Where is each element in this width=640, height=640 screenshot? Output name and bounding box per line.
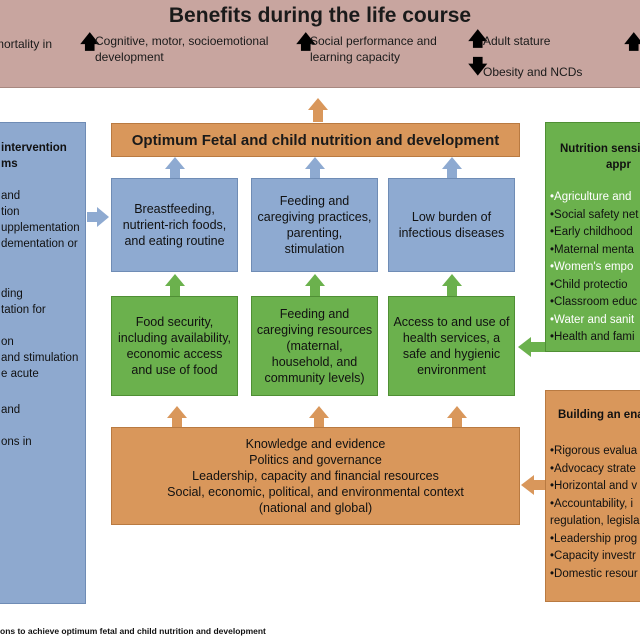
list-item: •Health and fami (550, 331, 635, 343)
enabling-environment-panel: Building an ena •Rigorous evalua •Advoca… (545, 390, 640, 602)
knowledge-line: Politics and governance (249, 453, 382, 467)
right-top-list: •Agriculture and •Social safety net •Ear… (550, 189, 638, 347)
food-security-box: Food security, including availability, e… (111, 296, 238, 396)
list-item: •Maternal menta (550, 243, 634, 256)
left-panel-line: dementation or (1, 238, 78, 250)
benefits-panel: Benefits during the life course mortalit… (0, 0, 640, 88)
left-panel-line: ons in (1, 436, 32, 448)
benefits-title: Benefits during the life course (168, 4, 472, 27)
left-panel-title-2: ms (1, 158, 18, 170)
left-panel-line: and stimulation (1, 352, 79, 364)
arrow-health-to-infectious (442, 274, 462, 296)
right-bottom-title: Building an ena (558, 409, 640, 421)
arrow-knowledge-to-food (167, 406, 187, 427)
nutrition-specific-interventions-panel: intervention ms and tion upplementation … (0, 122, 86, 604)
arrow-resources-to-practices (305, 274, 325, 296)
left-panel-line: and (1, 404, 21, 416)
feeding-caregiving-resources-box: Feeding and caregiving resources (matern… (251, 296, 378, 396)
list-item: •Leadership prog (550, 532, 638, 545)
list-item: •Rigorous evalua (550, 445, 638, 457)
increase-arrow-icon: 🡅 (296, 32, 316, 53)
increase-arrow-icon: 🡅 (468, 29, 488, 50)
list-item: •Agriculture and (550, 191, 632, 203)
list-item: •Early childhood (550, 226, 633, 238)
arrow-infectious-to-optimum (442, 157, 462, 178)
arrow-knowledge-to-resources (309, 406, 329, 427)
arrow-breastfeeding-to-optimum (165, 157, 185, 178)
left-panel-line: tation for (1, 304, 46, 316)
breastfeeding-box: Breastfeeding, nutrient-rich foods, and … (111, 178, 238, 272)
left-panel-line: ding (1, 288, 23, 300)
left-panel-line: and (1, 190, 21, 202)
list-item: •Capacity investr (550, 550, 636, 562)
arrow-enabling-to-knowledge (521, 475, 545, 495)
arrow-knowledge-to-health (447, 406, 467, 427)
left-panel-line: tion (1, 206, 20, 218)
right-top-title-2: appr (606, 159, 631, 171)
list-item: regulation, legisla (550, 515, 640, 527)
feeding-caregiving-practices-box: Feeding and caregiving practices, parent… (251, 178, 378, 272)
right-top-title: Nutrition sensi (560, 143, 640, 155)
arrow-left-panel-to-breastfeeding (87, 207, 109, 227)
left-panel-line: upplementation (1, 222, 80, 234)
optimum-nutrition-box: Optimum Fetal and child nutrition and de… (111, 123, 520, 157)
list-item: •Domestic resour (550, 567, 638, 580)
knowledge-line: (national and global) (258, 501, 373, 515)
figure-caption: ons to achieve optimum fetal and child n… (0, 626, 266, 636)
knowledge-line: Leadership, capacity and financial resou… (192, 469, 439, 483)
arrow-sensitive-to-health (518, 337, 545, 357)
arrow-optimum-to-benefits (308, 98, 328, 122)
decrease-arrow-icon: 🡇 (468, 57, 488, 78)
list-item: •Horizontal and v (550, 480, 638, 492)
low-infectious-disease-box: Low burden of infectious diseases (388, 178, 515, 272)
arrow-food-to-breastfeeding (165, 274, 185, 296)
left-panel-line: on (1, 336, 14, 348)
list-item: •Accountability, i (550, 497, 634, 510)
list-item: •Child protectio (550, 278, 628, 291)
benefit-obesity: Obesity and NCDs (483, 65, 583, 79)
benefit-mortality: mortality in (0, 37, 53, 51)
arrow-practices-to-optimum (305, 157, 325, 178)
benefit-cognitive: Cognitive, motor, socioemotional develop… (95, 34, 269, 64)
list-item: •Classroom educ (550, 296, 638, 308)
knowledge-line: Knowledge and evidence (245, 437, 386, 451)
benefit-stature: Adult stature (483, 34, 551, 48)
left-panel-title: intervention (1, 142, 67, 154)
list-item: •Water and sanit (550, 313, 635, 326)
increase-arrow-icon: 🡅 (80, 32, 100, 53)
health-services-box: Access to and use of health services, a … (388, 296, 515, 396)
list-item: •Advocacy strate (550, 462, 636, 475)
knowledge-context-box: Knowledge and evidence Politics and gove… (111, 427, 520, 525)
benefit-social: Social performance and learning capacity (310, 34, 437, 64)
nutrition-sensitive-panel: Nutrition sensi appr •Agriculture and •S… (545, 122, 640, 352)
left-panel-line: e acute (1, 368, 39, 380)
knowledge-line: Social, economic, political, and environ… (167, 485, 464, 499)
increase-arrow-icon: 🡅 (624, 33, 640, 52)
list-item: •Social safety net (550, 208, 639, 221)
right-bottom-list: •Rigorous evalua •Advocacy strate •Horiz… (550, 443, 640, 583)
list-item: •Women's empo (550, 261, 634, 273)
